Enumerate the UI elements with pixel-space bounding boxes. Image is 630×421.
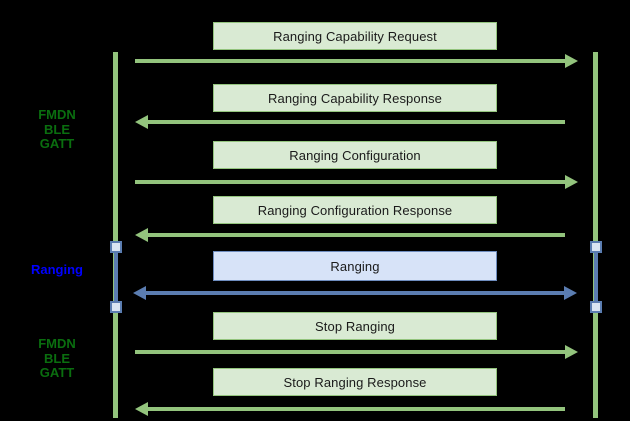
arrow-right-head-icon bbox=[565, 175, 578, 189]
message-box-ranging-configuration-response: Ranging Configuration Response bbox=[213, 196, 497, 224]
arrow-both-left-head-icon bbox=[133, 286, 146, 300]
message-box-ranging-capability-response: Ranging Capability Response bbox=[213, 84, 497, 112]
message-box-ranging-configuration: Ranging Configuration bbox=[213, 141, 497, 169]
phase-label-fmdn-ble-gatt-bottom: FMDN BLE GATT bbox=[38, 336, 76, 380]
arrow-right-head-icon bbox=[565, 345, 578, 359]
phase-label-ranging: Ranging bbox=[31, 262, 83, 277]
arrow-both-line bbox=[145, 291, 565, 295]
message-box-stop-ranging-response: Stop Ranging Response bbox=[213, 368, 497, 396]
arrow-right-line bbox=[135, 59, 566, 63]
left-lifeline-ranging-segment bbox=[114, 251, 118, 303]
message-box-ranging: Ranging bbox=[213, 251, 497, 281]
right-lifeline bbox=[593, 52, 598, 418]
phase-label-fmdn-ble-gatt-top: FMDN BLE GATT bbox=[38, 107, 76, 151]
activation-node bbox=[590, 301, 602, 313]
activation-node bbox=[110, 241, 122, 253]
activation-node bbox=[110, 301, 122, 313]
arrow-left-head-icon bbox=[135, 115, 148, 129]
arrow-left-line bbox=[147, 120, 565, 124]
arrow-left-head-icon bbox=[135, 228, 148, 242]
arrow-right-line bbox=[135, 180, 566, 184]
activation-node bbox=[590, 241, 602, 253]
message-box-stop-ranging: Stop Ranging bbox=[213, 312, 497, 340]
arrow-both-right-head-icon bbox=[564, 286, 577, 300]
arrow-left-head-icon bbox=[135, 402, 148, 416]
message-box-ranging-capability-request: Ranging Capability Request bbox=[213, 22, 497, 50]
right-lifeline-ranging-segment bbox=[594, 251, 598, 303]
arrow-right-line bbox=[135, 350, 566, 354]
left-lifeline bbox=[113, 52, 118, 418]
arrow-right-head-icon bbox=[565, 54, 578, 68]
arrow-left-line bbox=[147, 233, 565, 237]
arrow-left-line bbox=[147, 407, 565, 411]
